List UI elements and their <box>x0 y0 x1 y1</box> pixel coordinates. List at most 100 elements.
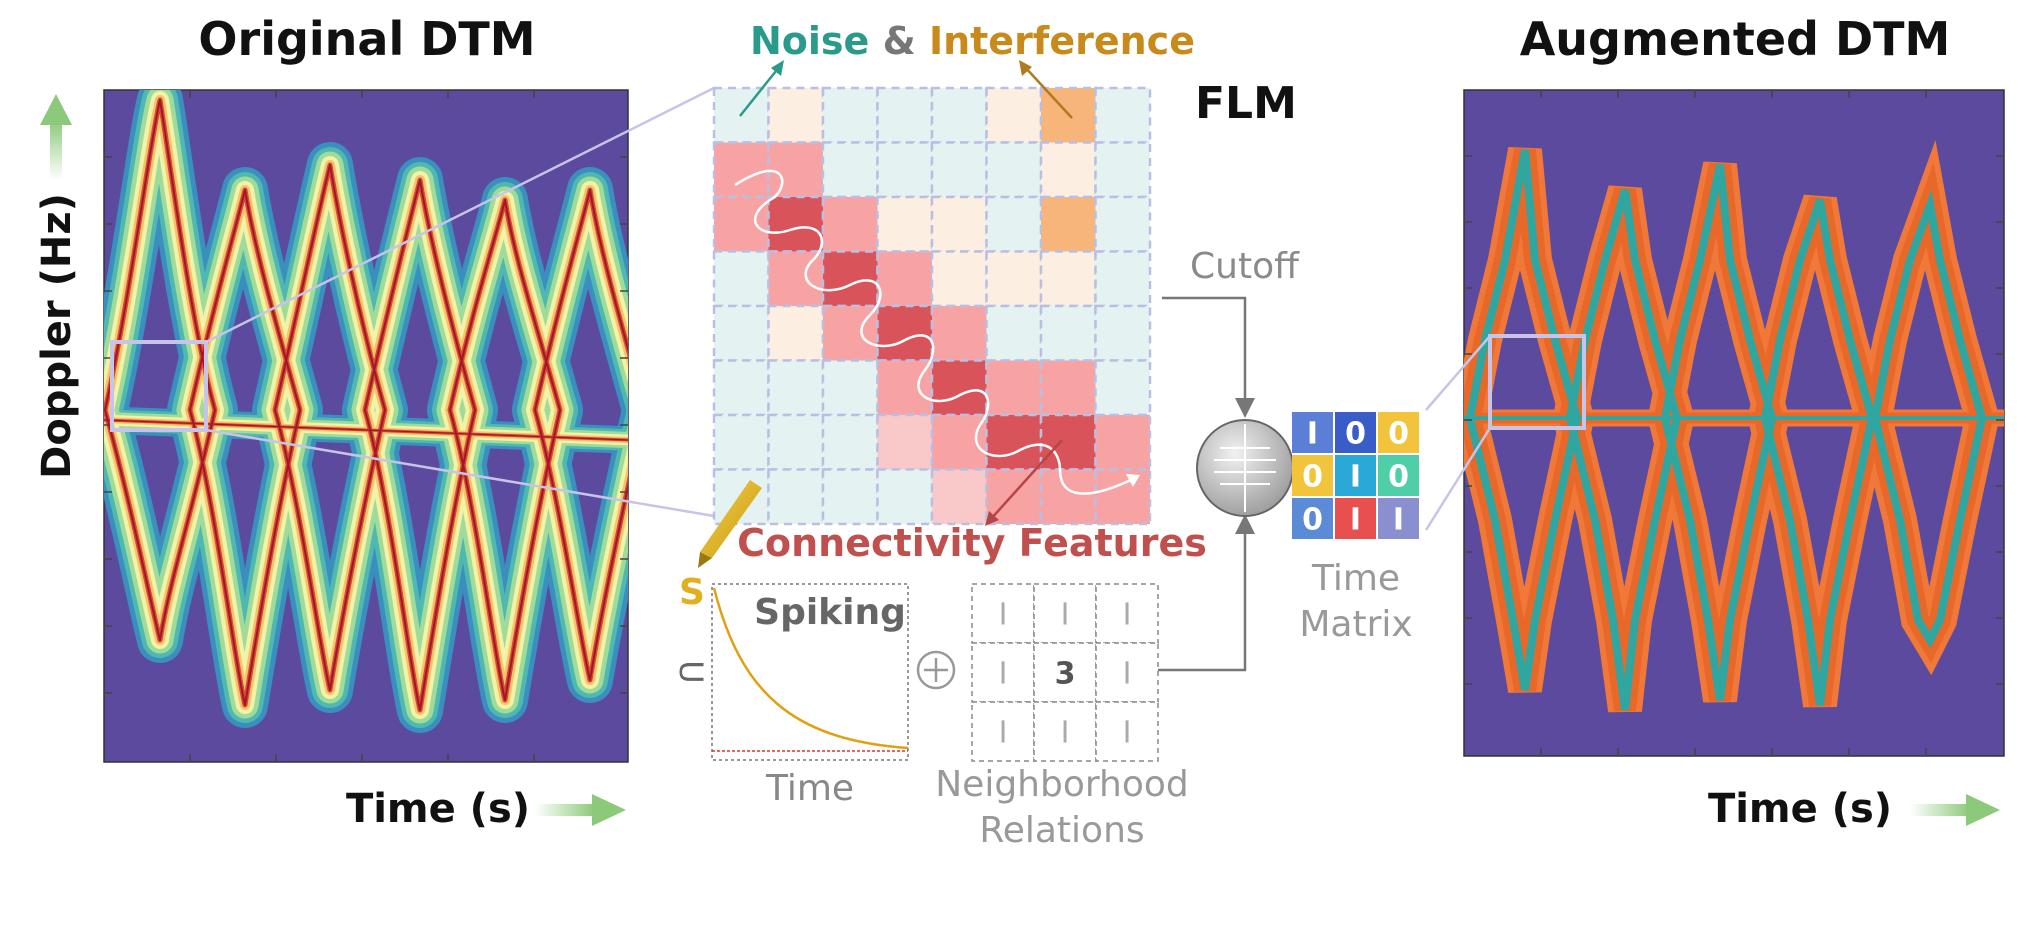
cutoff-label: Cutoff <box>1190 246 1300 287</box>
neighborhood-cell <box>971 583 1035 644</box>
flm-cell <box>1094 195 1152 253</box>
noise-interference-header: Noise & Interference <box>750 19 1195 63</box>
flm-cell <box>985 359 1043 417</box>
flm-cell <box>930 250 988 308</box>
left-x-axis-label: Time (s) <box>346 786 530 832</box>
flm-cell <box>1094 413 1152 471</box>
neighborhood-cell-value: I <box>999 657 1008 692</box>
flm-cell <box>1094 86 1152 144</box>
noise-arrow <box>739 60 784 117</box>
augmented-zoom-box <box>1424 334 1586 531</box>
flm-cell <box>985 86 1043 144</box>
time-matrix-cell-value: I <box>1393 503 1404 538</box>
flm-cell <box>876 250 934 308</box>
flm-cell <box>767 359 825 417</box>
flm-cell <box>821 468 879 526</box>
dtm-band <box>189 189 301 706</box>
flm-cell <box>712 250 770 308</box>
neighborhood-cell-value: I <box>999 716 1008 751</box>
flm-cell <box>712 413 770 471</box>
time-matrix-cell <box>1378 455 1419 496</box>
time-matrix-cell <box>1378 498 1419 539</box>
flm-cell <box>930 359 988 417</box>
flm-cell <box>876 359 934 417</box>
left-y-axis-label: Doppler (Hz) <box>34 193 80 479</box>
neighborhood-cell-value: I <box>1123 657 1132 692</box>
time-matrix-cell <box>1292 455 1333 496</box>
time-matrix-cell-value: 0 <box>1302 503 1323 538</box>
neighborhood-cell <box>971 701 1035 762</box>
time-matrix-cell <box>1335 498 1376 539</box>
flm-cell <box>821 141 879 199</box>
flm-cell <box>930 141 988 199</box>
augmented-dtm-heatmap <box>1463 89 2005 757</box>
flm-cell <box>985 413 1043 471</box>
noise-label: Noise <box>750 19 869 63</box>
neighborhood-cell-value: 3 <box>1055 657 1076 692</box>
neighborhood-cell <box>1095 642 1159 703</box>
flm-cell <box>930 86 988 144</box>
time-matrix-cell <box>1292 498 1333 539</box>
time-matrix-cell-value: 0 <box>1345 417 1366 452</box>
flm-cell <box>767 468 825 526</box>
left-x-axis-arrow <box>535 794 626 826</box>
flm-cell <box>876 86 934 144</box>
dtm-band <box>274 164 386 691</box>
flm-cell <box>1094 468 1152 526</box>
time-matrix-cell <box>1335 412 1376 453</box>
combine-plus-icon <box>916 650 956 690</box>
neighborhood-cell-value: I <box>1123 716 1132 751</box>
spiking-u-label: U <box>672 660 710 683</box>
flm-cell <box>985 141 1043 199</box>
flm-cell <box>821 86 879 144</box>
flm-cell <box>930 304 988 362</box>
time-matrix-cell <box>1378 412 1419 453</box>
flm-grid <box>712 86 1152 526</box>
right-panel-title: Augmented DTM <box>1520 12 1951 66</box>
flm-label: FLM <box>1195 78 1297 129</box>
time-matrix-cell <box>1335 455 1376 496</box>
augmented-band-layer <box>1464 149 2004 711</box>
flm-cell <box>1094 141 1152 199</box>
neighborhood-label-line1: Neighborhood <box>935 764 1189 805</box>
neighborhood-cell <box>1033 583 1097 644</box>
neighborhood-cell <box>1095 583 1159 644</box>
neighborhood-cell-value: I <box>1123 598 1132 633</box>
amp-label: & <box>883 19 929 63</box>
neuron-icon <box>1196 419 1294 517</box>
flm-cell <box>1039 250 1097 308</box>
dtm-band <box>534 189 628 681</box>
flm-cell <box>821 413 879 471</box>
flm-cell <box>1039 195 1097 253</box>
right-x-axis-label: Time (s) <box>1708 786 1892 832</box>
flm-cell <box>767 195 825 253</box>
flm-cell <box>985 250 1043 308</box>
connectivity-path <box>734 169 1140 495</box>
flm-cell <box>1094 304 1152 362</box>
flm-cell <box>1094 359 1152 417</box>
spiking-plot <box>711 583 909 761</box>
interference-label: Interference <box>929 19 1195 63</box>
flm-cell <box>1039 413 1097 471</box>
flm-cell <box>821 250 879 308</box>
neighborhood-label-line2: Relations <box>979 810 1144 851</box>
left-panel-title: Original DTM <box>198 12 535 66</box>
time-matrix-cell <box>1292 412 1333 453</box>
spiking-title: Spiking <box>754 592 906 633</box>
connectivity-features-label: Connectivity Features <box>737 521 1207 565</box>
time-matrix-cell-value: 0 <box>1302 460 1323 495</box>
flm-cell <box>821 359 879 417</box>
cutoff-connector <box>1162 296 1255 418</box>
flm-cell <box>985 304 1043 362</box>
flm-cell <box>712 359 770 417</box>
flm-cell <box>712 304 770 362</box>
dtm-band-layer <box>104 99 628 711</box>
flm-cell <box>767 304 825 362</box>
dtm-band <box>104 99 216 641</box>
time-matrix-cell-value: 0 <box>1388 417 1409 452</box>
flm-cell <box>1039 468 1097 526</box>
flm-cell <box>712 141 770 199</box>
